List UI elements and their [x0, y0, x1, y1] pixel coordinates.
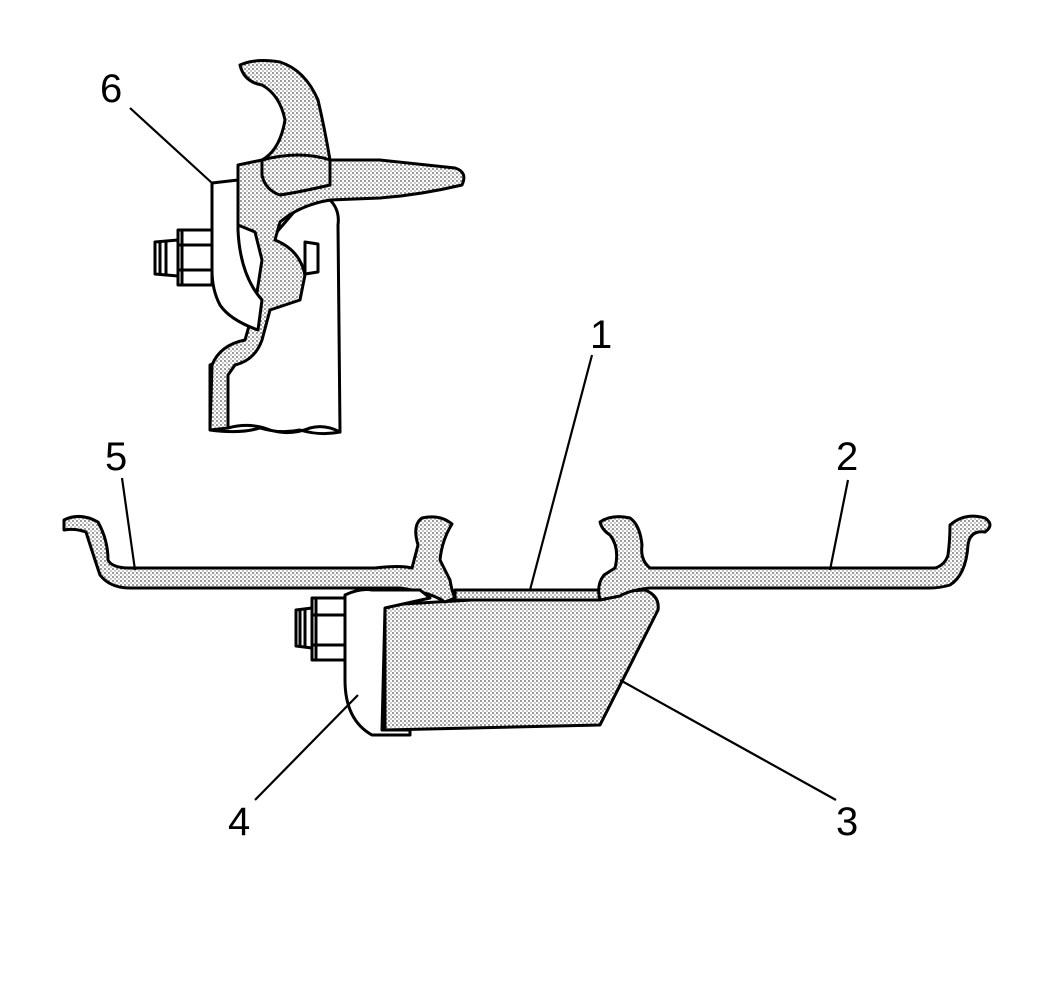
main-clamp-bracket	[343, 588, 432, 737]
callout-2: 2	[836, 435, 858, 479]
inset-hook-rim	[208, 59, 466, 432]
leader-2	[828, 479, 850, 571]
callout-4: 4	[228, 800, 250, 844]
callout-6: 6	[100, 67, 122, 111]
leader-4	[254, 694, 359, 801]
callout-5: 5	[105, 435, 127, 479]
inset-flange	[260, 153, 332, 197]
main-assembly	[62, 514, 992, 737]
inset-detail	[153, 59, 466, 436]
center-band	[453, 588, 604, 602]
leader-3	[619, 679, 837, 801]
rim-right	[597, 514, 992, 602]
inset-clamp-bracket	[210, 178, 264, 332]
leader-5	[120, 477, 137, 571]
callout-3: 3	[836, 800, 858, 844]
leader-6	[129, 107, 213, 184]
callout-labels: 1 2 3 4 5 6	[100, 67, 858, 844]
rim-left	[62, 515, 457, 604]
leader-lines	[120, 107, 850, 801]
callout-1: 1	[590, 313, 612, 357]
leader-1	[528, 354, 594, 591]
inset-bolt-end	[303, 240, 320, 276]
clamp-block	[383, 588, 660, 732]
